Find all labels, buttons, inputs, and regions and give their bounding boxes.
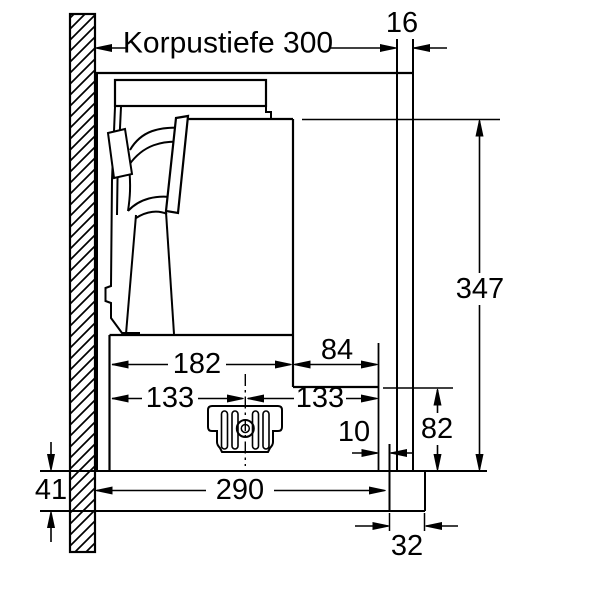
connector-rib-2 [231,410,239,450]
center-left-label: 133 [146,382,194,414]
dimension-labels: Korpustiefe 300 16 347 84 182 133 133 10… [35,7,504,562]
body-depth-label: 182 [173,348,221,380]
arrow-82-bottom [433,454,442,471]
bottom-end-width-label: 32 [391,530,423,562]
panel-thickness-label: 16 [386,7,418,39]
connector-rib-4 [262,410,270,450]
mounting-flange [113,78,268,108]
arrow-347-bottom [475,454,484,471]
mounting-clip [106,127,134,180]
arrow-41-top [46,454,56,471]
arrow-32-left [372,521,390,531]
arrow-32-right [425,521,442,531]
bottom-panel [40,444,487,531]
rear-section-height-label: 82 [421,413,453,445]
arrow-290-left [95,486,113,495]
arrow-300-right [380,43,397,53]
arrow-82-top [433,388,442,406]
rear-gap-label: 10 [338,416,370,448]
arrow-84-right [361,360,378,369]
arrow-10-right [390,448,407,458]
arrow-133L-right [227,394,244,403]
arrow-41-bottom [46,511,56,528]
wall-hatched [68,12,97,554]
korpustiefe-label: Korpustiefe 300 [123,27,333,60]
arrow-133R-right [361,394,378,403]
extension-lines [302,118,500,389]
visor-lower-left [125,214,137,335]
arrow-182-left [111,360,129,369]
arrow-16 [413,43,430,53]
arrow-300-left [95,43,112,53]
arrow-133R-left [247,394,264,403]
arrow-133L-left [111,394,129,403]
dimension-lines [46,43,484,542]
center-right-label: 133 [296,382,344,414]
arrow-182-right [275,360,292,369]
flange-step [265,106,272,119]
arrow-290-right [369,486,386,495]
arrow-10-left [361,448,379,458]
connector-rib-3 [251,410,260,450]
visor-bar [164,114,190,215]
front-panel-height-label: 41 [35,474,67,506]
total-height-label: 347 [456,273,504,305]
wall-section [68,12,97,554]
arrow-84-left [293,360,311,369]
rear-depth-label: 84 [321,334,353,366]
connector-rib-1 [220,410,229,450]
connector-detail [207,374,283,466]
visor-lower-right [165,211,175,335]
spring-finger-bottom [135,210,168,219]
arrow-347-top [475,119,484,137]
hood-body [104,78,380,470]
visor-front-strip [104,106,140,334]
cabinet [95,39,414,470]
front-panel-depth-label: 290 [216,474,264,506]
